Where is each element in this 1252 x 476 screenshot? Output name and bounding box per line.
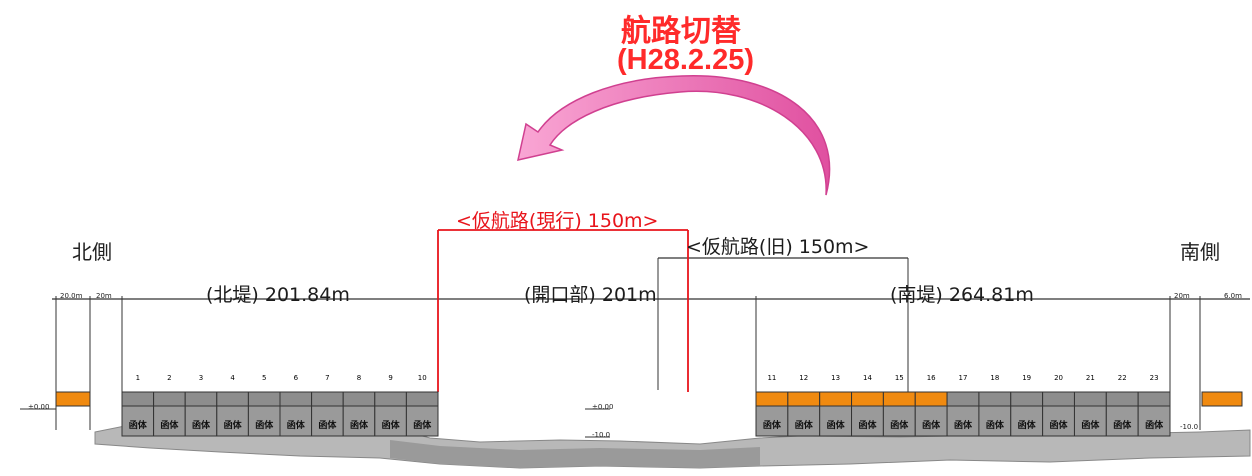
north-caisson-number: 10 bbox=[418, 374, 427, 382]
south-caisson-19: 19 函体 bbox=[1010, 374, 1044, 437]
south-end-block bbox=[1201, 391, 1243, 407]
north-caisson-label: 函体 bbox=[350, 419, 369, 431]
level-right: -10.0 bbox=[1180, 423, 1199, 431]
south-caisson-number: 18 bbox=[990, 374, 999, 382]
north-caisson-10: 10 函体 bbox=[405, 374, 439, 437]
north-caisson-number: 4 bbox=[230, 374, 235, 382]
south-caisson-22: 22 函体 bbox=[1105, 374, 1139, 437]
north-caisson-label: 函体 bbox=[224, 419, 243, 431]
south-caisson-number: 12 bbox=[799, 374, 808, 382]
north-caisson-6: 6 函体 bbox=[279, 374, 313, 437]
south-caisson-label: 函体 bbox=[986, 419, 1005, 431]
north-caisson-number: 3 bbox=[199, 374, 203, 382]
switch-date: (H28.2.25) bbox=[617, 44, 755, 76]
north-caisson-4: 4 函体 bbox=[216, 374, 249, 437]
dim-small-3: 20m bbox=[1174, 292, 1190, 300]
north-caisson-5: 5 函体 bbox=[247, 374, 281, 437]
north-caisson-number: 6 bbox=[294, 374, 299, 382]
south-caisson-18: 18 函体 bbox=[978, 374, 1012, 437]
north-caisson-label: 函体 bbox=[160, 419, 179, 431]
dim-small-1: 20.0m bbox=[60, 292, 83, 300]
south-caisson-number: 13 bbox=[831, 374, 840, 382]
south-caisson-label: 函体 bbox=[795, 419, 814, 431]
diagram-title: 航路切替 bbox=[621, 15, 741, 48]
south-caisson-label: 函体 bbox=[763, 419, 782, 431]
south-caisson-23: 23 函体 bbox=[1137, 374, 1171, 437]
caissons: 1函体2函体3函体4函体5函体6函体7函体8函体9函体10函体11函体12函体1… bbox=[121, 374, 1171, 437]
south-caisson-16: 16 函体 bbox=[914, 374, 948, 437]
old-channel-label: <仮航路(旧) 150m> bbox=[686, 236, 870, 258]
south-caisson-number: 16 bbox=[927, 374, 936, 382]
north-caisson-label: 函体 bbox=[287, 419, 306, 431]
north-caisson-1: 1 函体 bbox=[121, 374, 155, 437]
south-caisson-number: 22 bbox=[1118, 374, 1127, 382]
level-mid-bottom: -10.0 bbox=[592, 431, 611, 439]
south-caisson-label: 函体 bbox=[1113, 419, 1132, 431]
level-mid-top: ±0.00 bbox=[592, 403, 614, 411]
south-caisson-15: 15 函体 bbox=[882, 374, 916, 437]
south-caisson-20: 20 函体 bbox=[1042, 374, 1075, 437]
north-caisson-label: 函体 bbox=[192, 419, 211, 431]
south-caisson-11: 11 函体 bbox=[755, 374, 789, 437]
north-caisson-number: 2 bbox=[167, 374, 171, 382]
north-caisson-label: 函体 bbox=[255, 419, 274, 431]
north-caisson-number: 1 bbox=[136, 374, 140, 382]
north-caisson-number: 5 bbox=[262, 374, 266, 382]
seabed-dark bbox=[390, 440, 760, 468]
north-caisson-label: 函体 bbox=[413, 419, 432, 431]
south-caisson-12: 12 函体 bbox=[787, 374, 821, 437]
current-channel-label: <仮航路(現行) 150m> bbox=[456, 210, 659, 232]
north-end-block bbox=[55, 391, 91, 407]
south-caisson-label: 函体 bbox=[954, 419, 973, 431]
south-caisson-number: 21 bbox=[1086, 374, 1095, 382]
north-caisson-label: 函体 bbox=[129, 419, 148, 431]
switch-arrow-icon bbox=[517, 75, 831, 196]
north-caisson-3: 3 函体 bbox=[184, 374, 218, 437]
south-caisson-17: 17 函体 bbox=[946, 374, 980, 437]
north-side-label: 北側 bbox=[72, 240, 112, 264]
south-caisson-number: 14 bbox=[863, 374, 872, 382]
south-caisson-21: 21 函体 bbox=[1073, 374, 1107, 437]
south-caisson-label: 函体 bbox=[1145, 419, 1164, 431]
north-caisson-number: 9 bbox=[388, 374, 392, 382]
south-bank-label: (南堤) 264.81m bbox=[890, 284, 1034, 306]
north-caisson-8: 8 函体 bbox=[342, 374, 376, 437]
south-caisson-label: 函体 bbox=[1018, 419, 1037, 431]
north-caisson-label: 函体 bbox=[318, 419, 337, 431]
south-caisson-number: 19 bbox=[1022, 374, 1031, 382]
south-caisson-14: 14 函体 bbox=[851, 374, 884, 437]
north-caisson-number: 7 bbox=[325, 374, 329, 382]
north-bank-label: (北堤) 201.84m bbox=[206, 284, 350, 306]
level-left: ±0.00 bbox=[28, 403, 50, 411]
north-caisson-2: 2 函体 bbox=[153, 374, 186, 437]
south-caisson-label: 函体 bbox=[1081, 419, 1100, 431]
dimension-ticks bbox=[55, 258, 1201, 430]
south-caisson-label: 函体 bbox=[922, 419, 941, 431]
dim-small-2: 20m bbox=[96, 292, 112, 300]
dim-small-4: 6.0m bbox=[1224, 292, 1242, 300]
south-side-label: 南側 bbox=[1180, 240, 1220, 264]
south-caisson-number: 11 bbox=[767, 374, 776, 382]
south-caisson-number: 20 bbox=[1054, 374, 1063, 382]
north-caisson-9: 9 函体 bbox=[374, 374, 407, 437]
north-caisson-label: 函体 bbox=[382, 419, 401, 431]
south-caisson-label: 函体 bbox=[1050, 419, 1069, 431]
south-caisson-number: 17 bbox=[959, 374, 968, 382]
south-caisson-number: 15 bbox=[895, 374, 904, 382]
opening-label: (開口部) 201m bbox=[524, 284, 657, 306]
north-caisson-number: 8 bbox=[357, 374, 361, 382]
south-caisson-number: 23 bbox=[1150, 374, 1159, 382]
south-caisson-label: 函体 bbox=[890, 419, 909, 431]
south-caisson-label: 函体 bbox=[858, 419, 877, 431]
south-caisson-label: 函体 bbox=[827, 419, 846, 431]
north-caisson-7: 7 函体 bbox=[311, 374, 344, 437]
south-caisson-13: 13 函体 bbox=[819, 374, 853, 437]
current-channel bbox=[437, 229, 689, 392]
